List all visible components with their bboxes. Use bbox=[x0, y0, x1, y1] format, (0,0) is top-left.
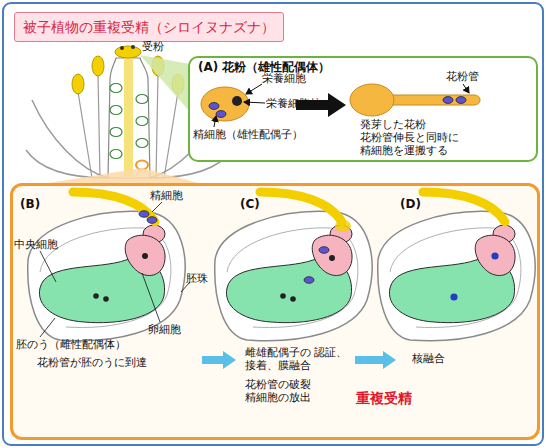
filament bbox=[98, 74, 100, 178]
title-box: 被子植物の重複受精（シロイヌナズナ） bbox=[14, 12, 284, 42]
step-panel: (D) 核融合 bbox=[398, 193, 535, 383]
step-caption: 花粉管の破裂 精細胞の放出 bbox=[245, 378, 351, 404]
step-caption: 核融合 bbox=[412, 352, 445, 365]
part-label: 胚のう（雌性配偶体） bbox=[16, 338, 126, 351]
part-label: 精細胞（雄性配偶子） bbox=[193, 128, 303, 141]
part-label: 中央細胞 bbox=[14, 238, 58, 251]
step-caption: 雌雄配偶子の 認証、接着、膜融合 bbox=[245, 346, 351, 372]
part-label: 胚珠 bbox=[186, 272, 208, 285]
ovule-small bbox=[110, 150, 122, 159]
fertilization-box: 重複受精 (B) 花粉管が胚のうに到達 (C) 雌雄配偶子の 認証、接着、膜融合花粉管の… bbox=[10, 183, 540, 440]
anther bbox=[152, 56, 164, 76]
zoom-wedge bbox=[140, 55, 190, 112]
filament bbox=[78, 92, 92, 178]
highlighted-ovule bbox=[136, 161, 148, 170]
pistil-outline bbox=[108, 58, 150, 178]
transmitting-tract bbox=[124, 56, 133, 178]
petal-line bbox=[32, 100, 108, 178]
part-label: 卵細胞 bbox=[148, 323, 181, 336]
part-label: 花粉管 bbox=[446, 70, 479, 83]
step-caption: 花粉管が胚のうに到達 bbox=[37, 356, 147, 369]
highlight-text: 重複受精 bbox=[356, 390, 412, 407]
ovule-small bbox=[110, 128, 122, 137]
ovule-small bbox=[110, 84, 122, 93]
step-panel: (C) 雌雄配偶子の 認証、接着、膜融合花粉管の破裂 精細胞の放出 bbox=[238, 193, 353, 408]
ovule-small bbox=[136, 95, 148, 104]
pollen-grain bbox=[131, 45, 135, 49]
part-label: 栄養細胞 bbox=[262, 72, 306, 85]
part-label: 栄養細胞核 bbox=[266, 97, 321, 110]
title-text: 被子植物の重複受精（シロイヌナズナ） bbox=[23, 19, 275, 35]
part-label: 受粉 bbox=[142, 40, 164, 53]
part-label: 精細胞 bbox=[150, 189, 183, 202]
note-text: 発芽した花粉 花粉管伸長と同時に 精細胞を運搬する bbox=[360, 118, 466, 157]
stigma bbox=[115, 46, 141, 58]
anther bbox=[172, 74, 184, 94]
ovule-small bbox=[110, 106, 122, 115]
filament bbox=[164, 92, 178, 178]
pollen-grain bbox=[120, 46, 124, 50]
petal-line bbox=[26, 150, 108, 178]
panel-letter: (B) bbox=[20, 197, 40, 212]
step-panel: (B) 花粉管が胚のうに到達 bbox=[15, 193, 200, 383]
filament bbox=[156, 74, 158, 178]
ovule-small bbox=[136, 139, 148, 148]
ovule-small bbox=[136, 117, 148, 126]
panel-letter: (C) bbox=[240, 197, 260, 212]
ovule-small bbox=[110, 84, 148, 159]
anther bbox=[92, 56, 104, 76]
panel-letter: (D) bbox=[400, 197, 421, 212]
outer-frame bbox=[3, 3, 543, 445]
anther bbox=[72, 74, 84, 94]
